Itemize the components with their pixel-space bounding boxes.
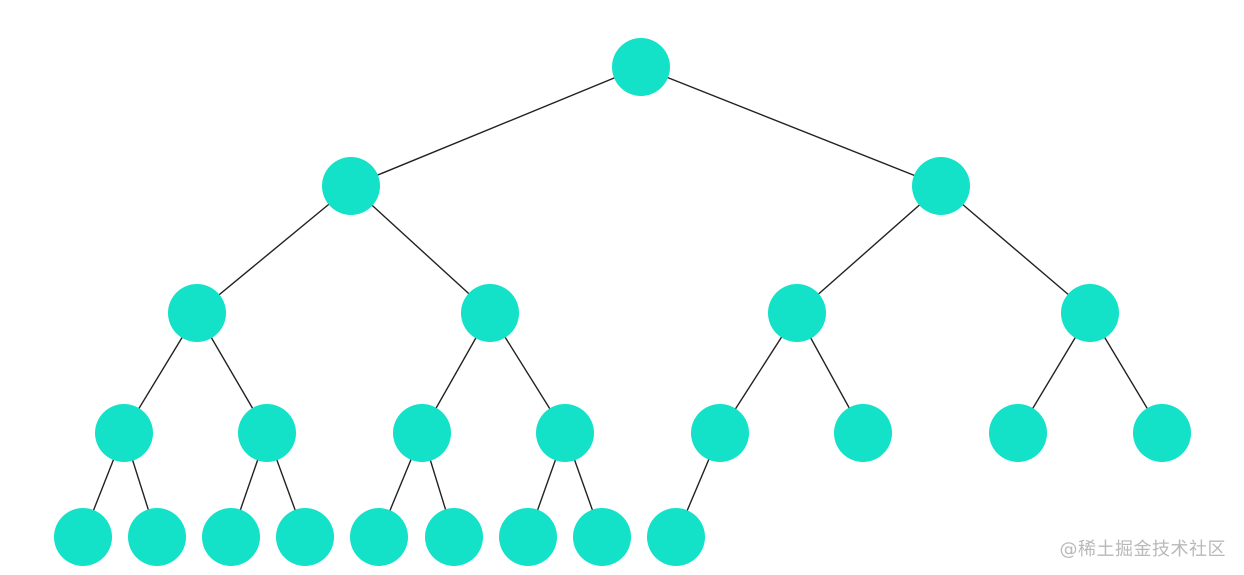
edges-layer bbox=[82, 66, 1163, 538]
tree-edge-1-3 bbox=[196, 185, 352, 314]
tree-node-4 bbox=[461, 284, 519, 342]
tree-node-22 bbox=[573, 508, 631, 566]
tree-node-12 bbox=[834, 404, 892, 462]
watermark-text: @稀土掘金技术社区 bbox=[1059, 539, 1226, 560]
tree-node-5 bbox=[768, 284, 826, 342]
tree-node-16 bbox=[128, 508, 186, 566]
tree-node-21 bbox=[499, 508, 557, 566]
tree-node-11 bbox=[691, 404, 749, 462]
tree-node-9 bbox=[393, 404, 451, 462]
tree-node-0 bbox=[612, 38, 670, 96]
tree-node-17 bbox=[202, 508, 260, 566]
tree-node-10 bbox=[536, 404, 594, 462]
tree-node-3 bbox=[168, 284, 226, 342]
tree-node-13 bbox=[989, 404, 1047, 462]
tree-node-23 bbox=[647, 508, 705, 566]
tree-node-19 bbox=[350, 508, 408, 566]
tree-node-7 bbox=[95, 404, 153, 462]
tree-node-15 bbox=[54, 508, 112, 566]
tree-edge-1-4 bbox=[350, 185, 491, 314]
tree-node-2 bbox=[912, 157, 970, 215]
tree-node-6 bbox=[1061, 284, 1119, 342]
tree-node-14 bbox=[1133, 404, 1191, 462]
tree-edge-0-2 bbox=[640, 66, 942, 187]
tree-node-8 bbox=[238, 404, 296, 462]
tree-node-18 bbox=[276, 508, 334, 566]
tree-node-1 bbox=[322, 157, 380, 215]
tree-edge-0-1 bbox=[350, 66, 642, 187]
tree-edge-2-5 bbox=[796, 185, 942, 314]
nodes-layer bbox=[54, 38, 1191, 566]
tree-edge-2-6 bbox=[940, 185, 1091, 314]
tree-node-20 bbox=[425, 508, 483, 566]
